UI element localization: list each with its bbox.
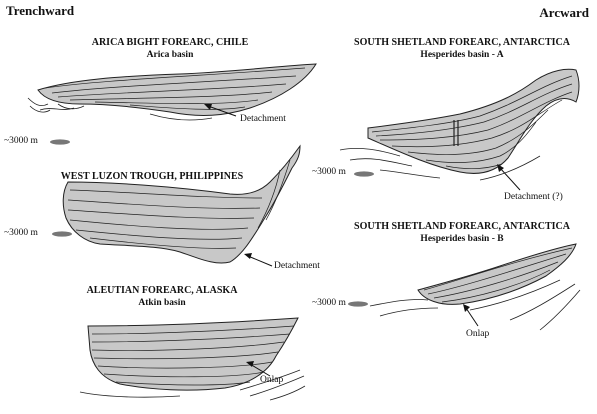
arcward-label: Arcward — [539, 6, 589, 19]
arica-subtitle: Arica basin — [147, 51, 194, 61]
shetland-b-arrowhead — [463, 304, 470, 312]
luzon-detachment-label: Detachment — [274, 262, 320, 272]
shetland-b-scale-bar — [348, 301, 368, 306]
shetland-b-title: SOUTH SHETLAND FOREARC, ANTARCTICA — [354, 222, 570, 232]
shetland-a-basin-fill — [368, 69, 579, 173]
shetland-b-onlap-arrow — [466, 308, 478, 326]
arica-basin-section — [28, 64, 316, 145]
shetland-a-subtitle: Hesperides basin - A — [420, 51, 503, 61]
shetland-a-title: SOUTH SHETLAND FOREARC, ANTARCTICA — [354, 38, 570, 48]
luzon-detachment-arrow — [248, 256, 272, 266]
luzon-basin-section — [52, 146, 300, 266]
luzon-scale-bar — [52, 231, 72, 236]
luzon-arrowhead — [244, 253, 252, 259]
luzon-title: WEST LUZON TROUGH, PHILIPPINES — [61, 172, 243, 182]
shetland-a-scale-bar — [354, 171, 374, 176]
aleutian-subtitle: Atkin basin — [138, 299, 185, 309]
aleutian-onlap-label: Onlap — [260, 376, 283, 386]
shetland-b-basin-section — [348, 244, 580, 330]
shetland-b-onlap-label: Onlap — [466, 330, 489, 340]
aleutian-title: ALEUTIAN FOREARC, ALASKA — [87, 286, 238, 296]
shetland-b-subtitle: Hesperides basin - B — [420, 235, 503, 245]
aleutian-basin-section — [80, 318, 305, 400]
arica-title: ARICA BIGHT FOREARC, CHILE — [92, 38, 249, 48]
shetland-a-detachment-label: Detachment (?) — [504, 193, 563, 203]
arica-scale-label: ~3000 m — [4, 137, 38, 147]
luzon-basin-fill — [63, 146, 300, 263]
trenchward-label: Trenchward — [6, 4, 74, 17]
arica-detachment-label: Detachment — [240, 115, 286, 125]
shetland-a-scale-label: ~3000 m — [312, 168, 346, 178]
shetland-a-basin-section — [340, 69, 579, 190]
luzon-scale-label: ~3000 m — [4, 229, 38, 239]
shetland-b-scale-label: ~3000 m — [312, 299, 346, 309]
arica-scale-bar — [50, 139, 70, 144]
